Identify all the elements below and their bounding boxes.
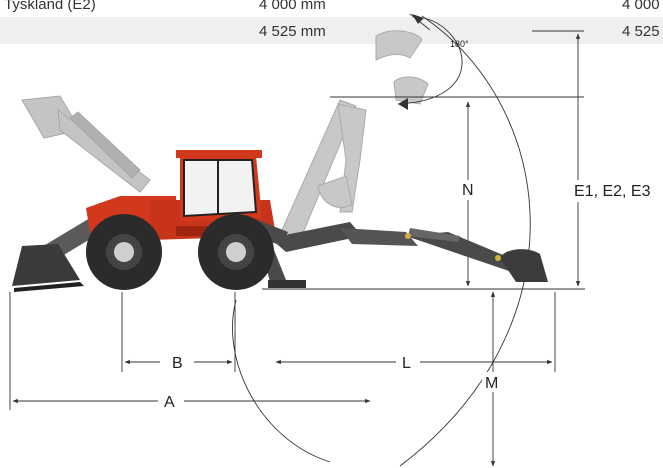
spec-value-1: 4 000 mm: [259, 0, 326, 13]
spec-value-2: 4 525: [622, 23, 660, 40]
dimension-label-n: N: [462, 182, 474, 199]
raised-backhoe-ghost: [281, 30, 429, 241]
dimension-label-e: E1, E2, E3: [574, 183, 651, 200]
rear-wheel: [198, 214, 274, 290]
raised-loader-ghost: [21, 95, 151, 193]
dimension-label-l: L: [402, 355, 411, 372]
spec-label: t Tyskland (E2): [0, 0, 96, 13]
spec-value-1: 4 525 mm: [259, 23, 326, 40]
spec-row-germany: t Tyskland (E2) 4 000 mm 4 000: [0, 0, 663, 17]
rotation-angle-label: 180°: [450, 39, 469, 49]
spec-row-2: 4 525 mm 4 525: [0, 17, 663, 44]
spec-value-2: 4 000: [622, 0, 660, 13]
bucket-rotation-arc: [397, 17, 463, 105]
backhoe-arm: [270, 222, 548, 282]
front-wheel: [86, 214, 162, 290]
dimension-label-b: B: [172, 355, 183, 372]
reach-arc-inner: [232, 299, 331, 463]
dimension-label-m: M: [485, 375, 498, 392]
dimension-label-a: A: [164, 394, 175, 411]
reach-arc-outer: [399, 15, 531, 467]
